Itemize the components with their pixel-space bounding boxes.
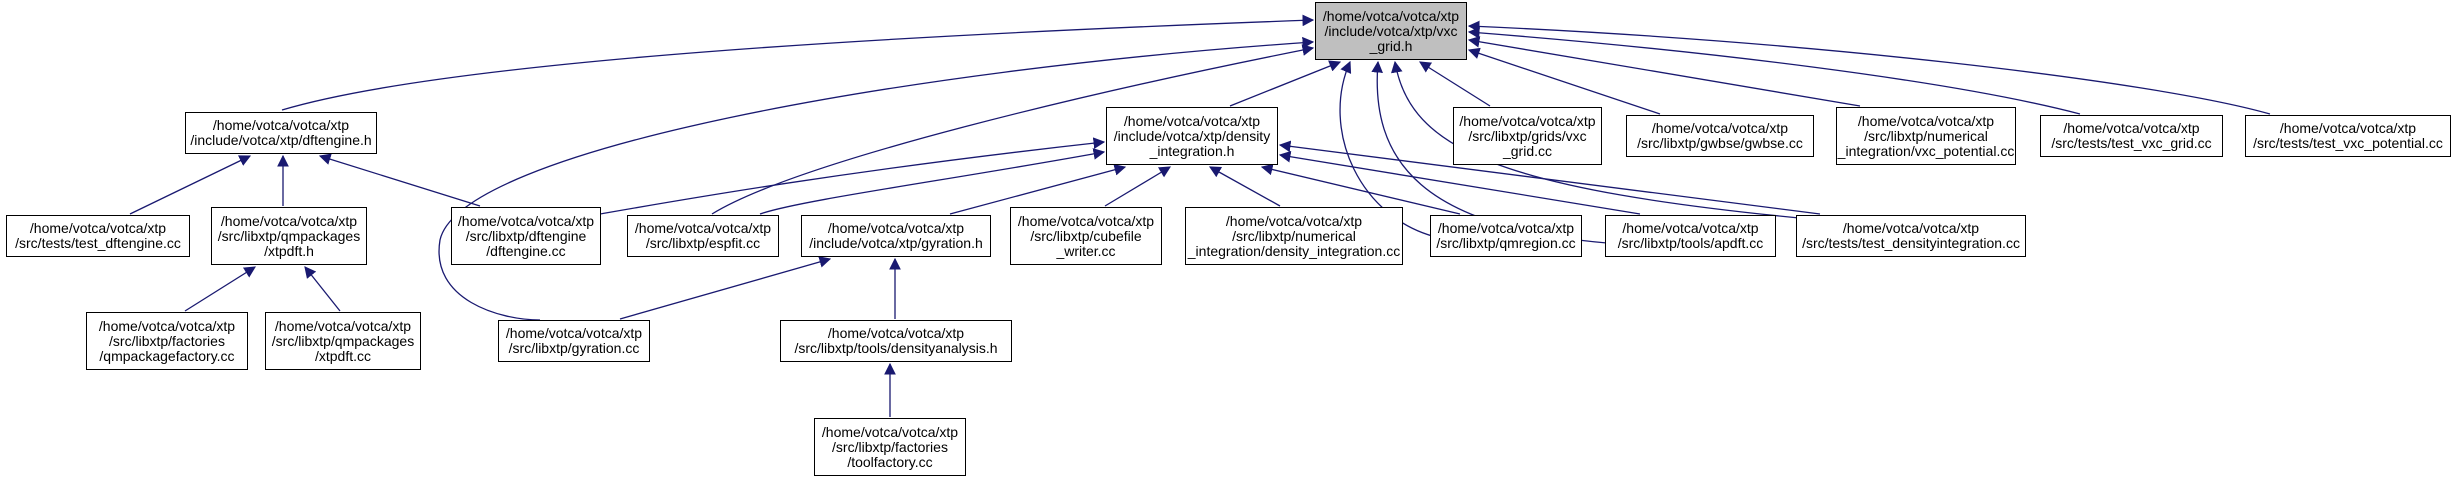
node-densityanalysis-h[interactable]: /home/votca/votca/xtp /src/libxtp/tools/… <box>780 320 1012 362</box>
edge-apdft-cc-includes-density-integration-h <box>1278 150 1641 215</box>
node-gyration-h[interactable]: /home/votca/votca/xtp /include/votca/xtp… <box>801 215 991 257</box>
edge-test-dftengine-cc-includes-dftengine-h <box>129 155 252 215</box>
edge-gwbse-cc-includes-vxc-grid-h <box>1467 47 1661 115</box>
node-gwbse-cc[interactable]: /home/votca/votca/xtp /src/libxtp/gwbse/… <box>1626 115 1814 157</box>
edge-cubefile-writer-cc-includes-density-integration-h <box>1104 166 1172 207</box>
node-toolfactory-cc[interactable]: /home/votca/votca/xtp /src/libxtp/factor… <box>814 418 966 476</box>
edge-density-integration-cc-includes-density-integration-h <box>1208 166 1281 207</box>
edge-gyration-h-includes-density-integration-h <box>949 164 1127 215</box>
node-vxc-grid-h[interactable]: /home/votca/votca/xtp /include/votca/xtp… <box>1315 2 1467 60</box>
edge-dftengine-cc-includes-dftengine-h <box>318 153 481 207</box>
edge-dftengine-cc-includes-density-integration-h <box>599 137 1106 215</box>
edge-test-densityintegration-cc-includes-density-integration-h <box>1278 140 1821 215</box>
edge-qmregion-cc-includes-density-integration-h <box>1260 163 1461 215</box>
edge-gyration-cc-includes-vxc-grid-h <box>438 36 1315 321</box>
node-espfit-cc[interactable]: /home/votca/votca/xtp /src/libxtp/espfit… <box>627 215 779 257</box>
node-gyration-cc[interactable]: /home/votca/votca/xtp /src/libxtp/gyrati… <box>498 320 650 362</box>
node-xtpdft-cc[interactable]: /home/votca/votca/xtp /src/libxtp/qmpack… <box>265 312 421 370</box>
node-density-integration-h[interactable]: /home/votca/votca/xtp /include/votca/xtp… <box>1106 107 1278 165</box>
edge-xtpdft-cc-includes-xtpdft-h <box>304 266 341 312</box>
edge-test-vxc-potential-cc-includes-vxc-grid-h <box>1467 20 2271 115</box>
node-test-vxc-grid-cc[interactable]: /home/votca/votca/xtp /src/tests/test_vx… <box>2040 115 2223 157</box>
edge-vxc-potential-cc-includes-vxc-grid-h <box>1467 35 1861 107</box>
node-grids-vxc-grid-cc[interactable]: /home/votca/votca/xtp /src/libxtp/grids/… <box>1453 107 1602 165</box>
node-apdft-cc[interactable]: /home/votca/votca/xtp /src/libxtp/tools/… <box>1605 215 1776 257</box>
edge-density-integration-h-includes-vxc-grid-h <box>1229 60 1342 107</box>
node-qmregion-cc[interactable]: /home/votca/votca/xtp /src/libxtp/qmregi… <box>1430 215 1582 257</box>
edge-qmpackagefactory-cc-includes-xtpdft-h <box>184 266 256 312</box>
node-density-integration-cc[interactable]: /home/votca/votca/xtp /src/libxtp/numeri… <box>1185 207 1403 265</box>
edge-test-vxc-grid-cc-includes-vxc-grid-h <box>1467 26 2081 115</box>
node-dftengine-cc[interactable]: /home/votca/votca/xtp /src/libxtp/dfteng… <box>451 207 601 265</box>
node-qmpackagefactory-cc[interactable]: /home/votca/votca/xtp /src/libxtp/factor… <box>86 312 248 370</box>
edge-gyration-cc-includes-gyration-h <box>619 256 832 320</box>
edge-grids-vxc-grid-cc-includes-vxc-grid-h <box>1419 61 1491 107</box>
edge-espfit-cc-includes-vxc-grid-h <box>711 44 1315 215</box>
node-test-vxc-potential-cc[interactable]: /home/votca/votca/xtp /src/tests/test_vx… <box>2245 115 2451 157</box>
edge-espfit-cc-includes-density-integration-h <box>759 148 1106 215</box>
node-test-dftengine-cc[interactable]: /home/votca/votca/xtp /src/tests/test_df… <box>6 215 190 257</box>
node-dftengine-h[interactable]: /home/votca/votca/xtp /include/votca/xtp… <box>185 112 377 154</box>
node-xtpdft-h[interactable]: /home/votca/votca/xtp /src/libxtp/qmpack… <box>211 207 367 265</box>
node-test-densityintegration-cc[interactable]: /home/votca/votca/xtp /src/tests/test_de… <box>1796 215 2026 257</box>
edge-dftengine-h-includes-vxc-grid-h <box>281 14 1315 111</box>
edge-qmregion-cc-includes-vxc-grid-h <box>1339 60 1441 239</box>
node-cubefile-writer-cc[interactable]: /home/votca/votca/xtp /src/libxtp/cubefi… <box>1010 207 1162 265</box>
node-vxc-potential-cc[interactable]: /home/votca/votca/xtp /src/libxtp/numeri… <box>1836 107 2016 165</box>
